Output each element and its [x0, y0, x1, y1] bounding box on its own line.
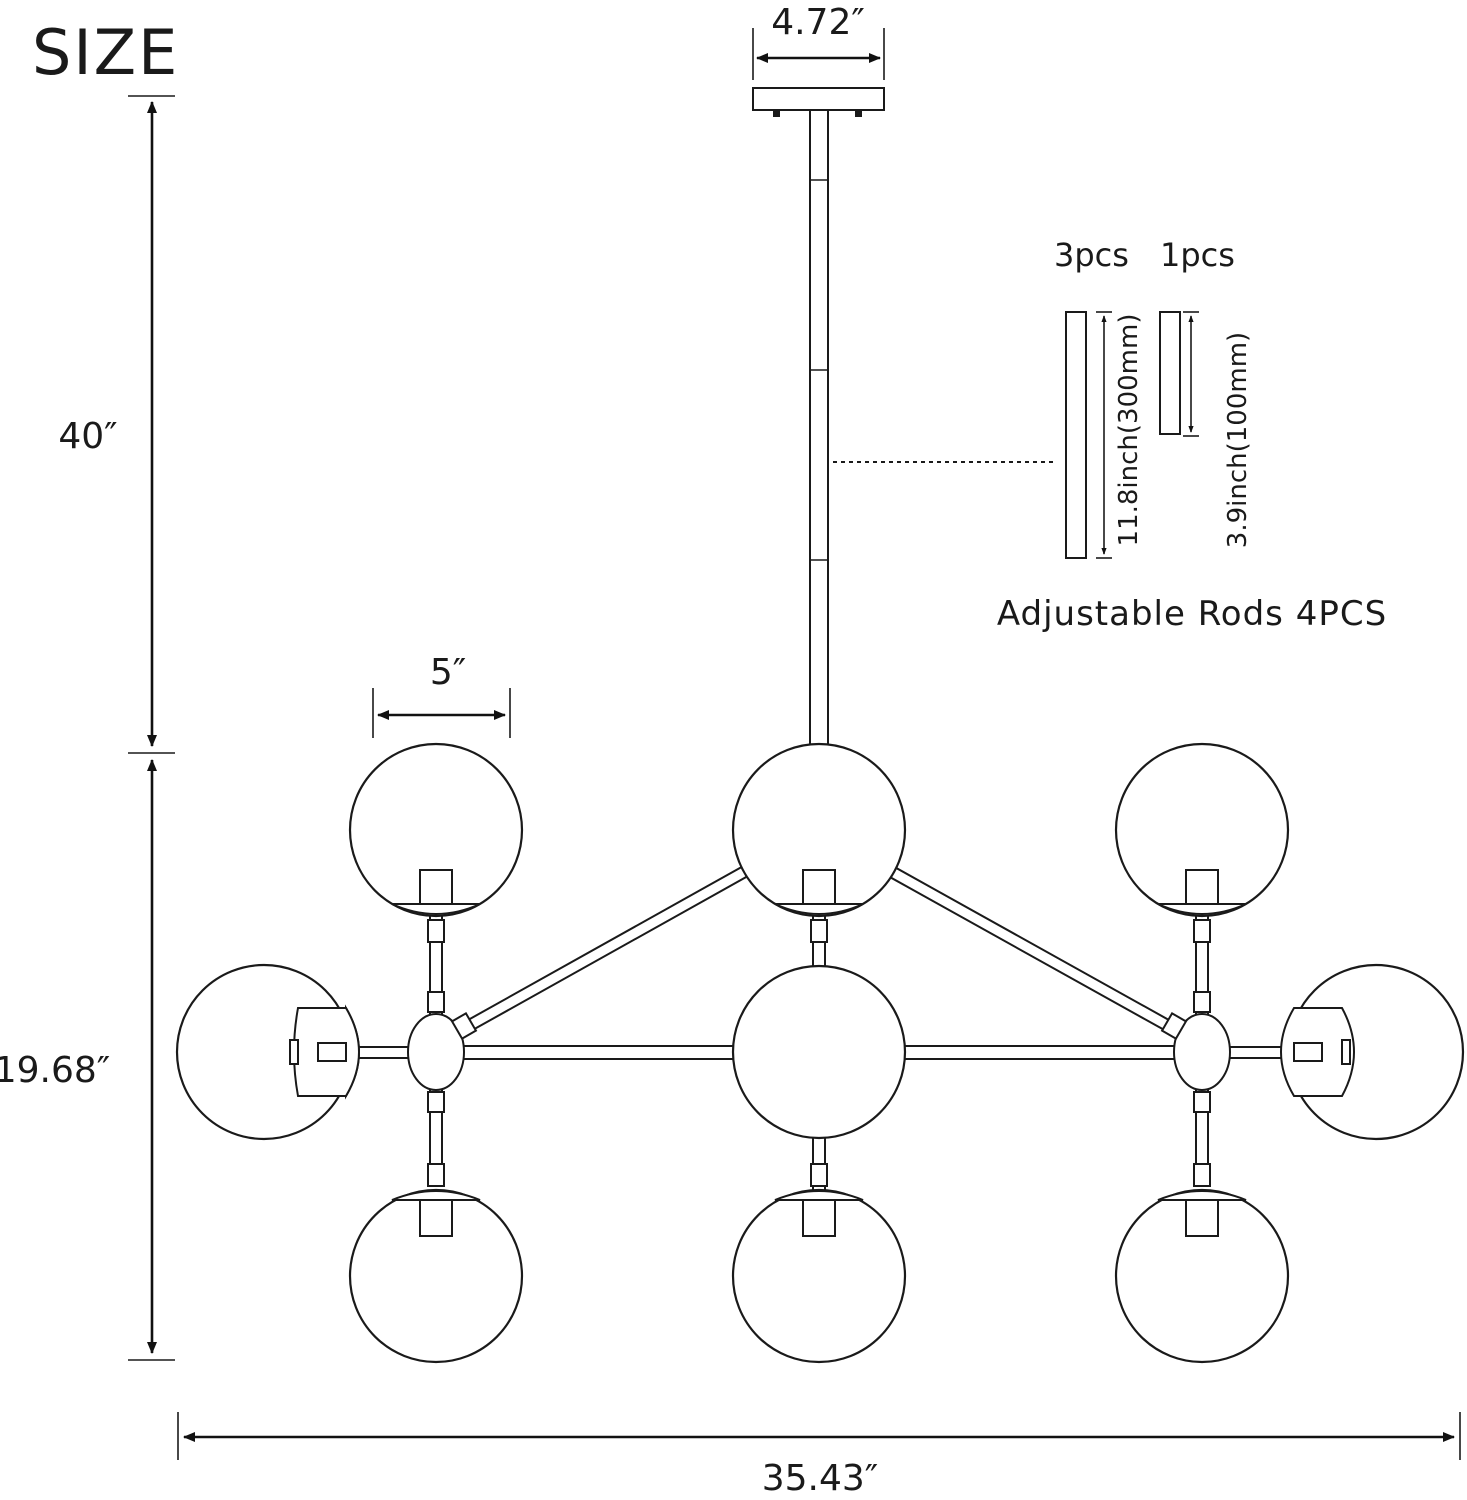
- rods-caption: Adjustable Rods 4PCS: [997, 594, 1387, 634]
- globe-middle-left: [175, 963, 360, 1141]
- globe-diameter-dimension: 5″: [372, 652, 511, 738]
- title: SIZE: [32, 16, 179, 89]
- down-rod: [809, 109, 829, 751]
- total-width-label: 35.43″: [762, 1458, 879, 1499]
- globe-middle-right: [1280, 963, 1465, 1141]
- long-rod-qty: 3pcs: [1054, 236, 1129, 274]
- globe-top-left: [348, 742, 524, 943]
- globe-top-center: [731, 742, 907, 943]
- chandelier-frame: [317, 857, 1321, 1194]
- drop-height-dimension: 40″: [58, 95, 175, 754]
- globe-top-right: [1114, 742, 1290, 943]
- ceiling-canopy: [752, 87, 885, 117]
- canopy-width-label: 4.72″: [771, 2, 865, 43]
- globe-middle-center: [731, 964, 907, 1140]
- long-rod-length: 11.8inch(300mm): [1114, 314, 1144, 547]
- fixture-height-label: 19.68″: [0, 1050, 110, 1091]
- canopy-width-dimension: 4.72″: [752, 2, 885, 80]
- fixture-height-dimension: 19.68″: [0, 759, 175, 1361]
- globe-bottom-left: [348, 1163, 524, 1364]
- long-rod: [1065, 311, 1087, 559]
- globe-diameter-label: 5″: [430, 652, 466, 693]
- globe-bottom-center: [731, 1163, 907, 1364]
- globe-bottom-right: [1114, 1163, 1290, 1364]
- drop-height-label: 40″: [58, 416, 117, 457]
- short-rod: [1159, 311, 1181, 435]
- short-rod-qty: 1pcs: [1160, 236, 1235, 274]
- adjustable-rods-callout: 3pcs 1pcs 11.8inch(300mm) 3.9inch(100mm)…: [833, 236, 1387, 634]
- total-width-dimension: 35.43″: [177, 1412, 1461, 1499]
- short-rod-length: 3.9inch(100mm): [1223, 332, 1253, 548]
